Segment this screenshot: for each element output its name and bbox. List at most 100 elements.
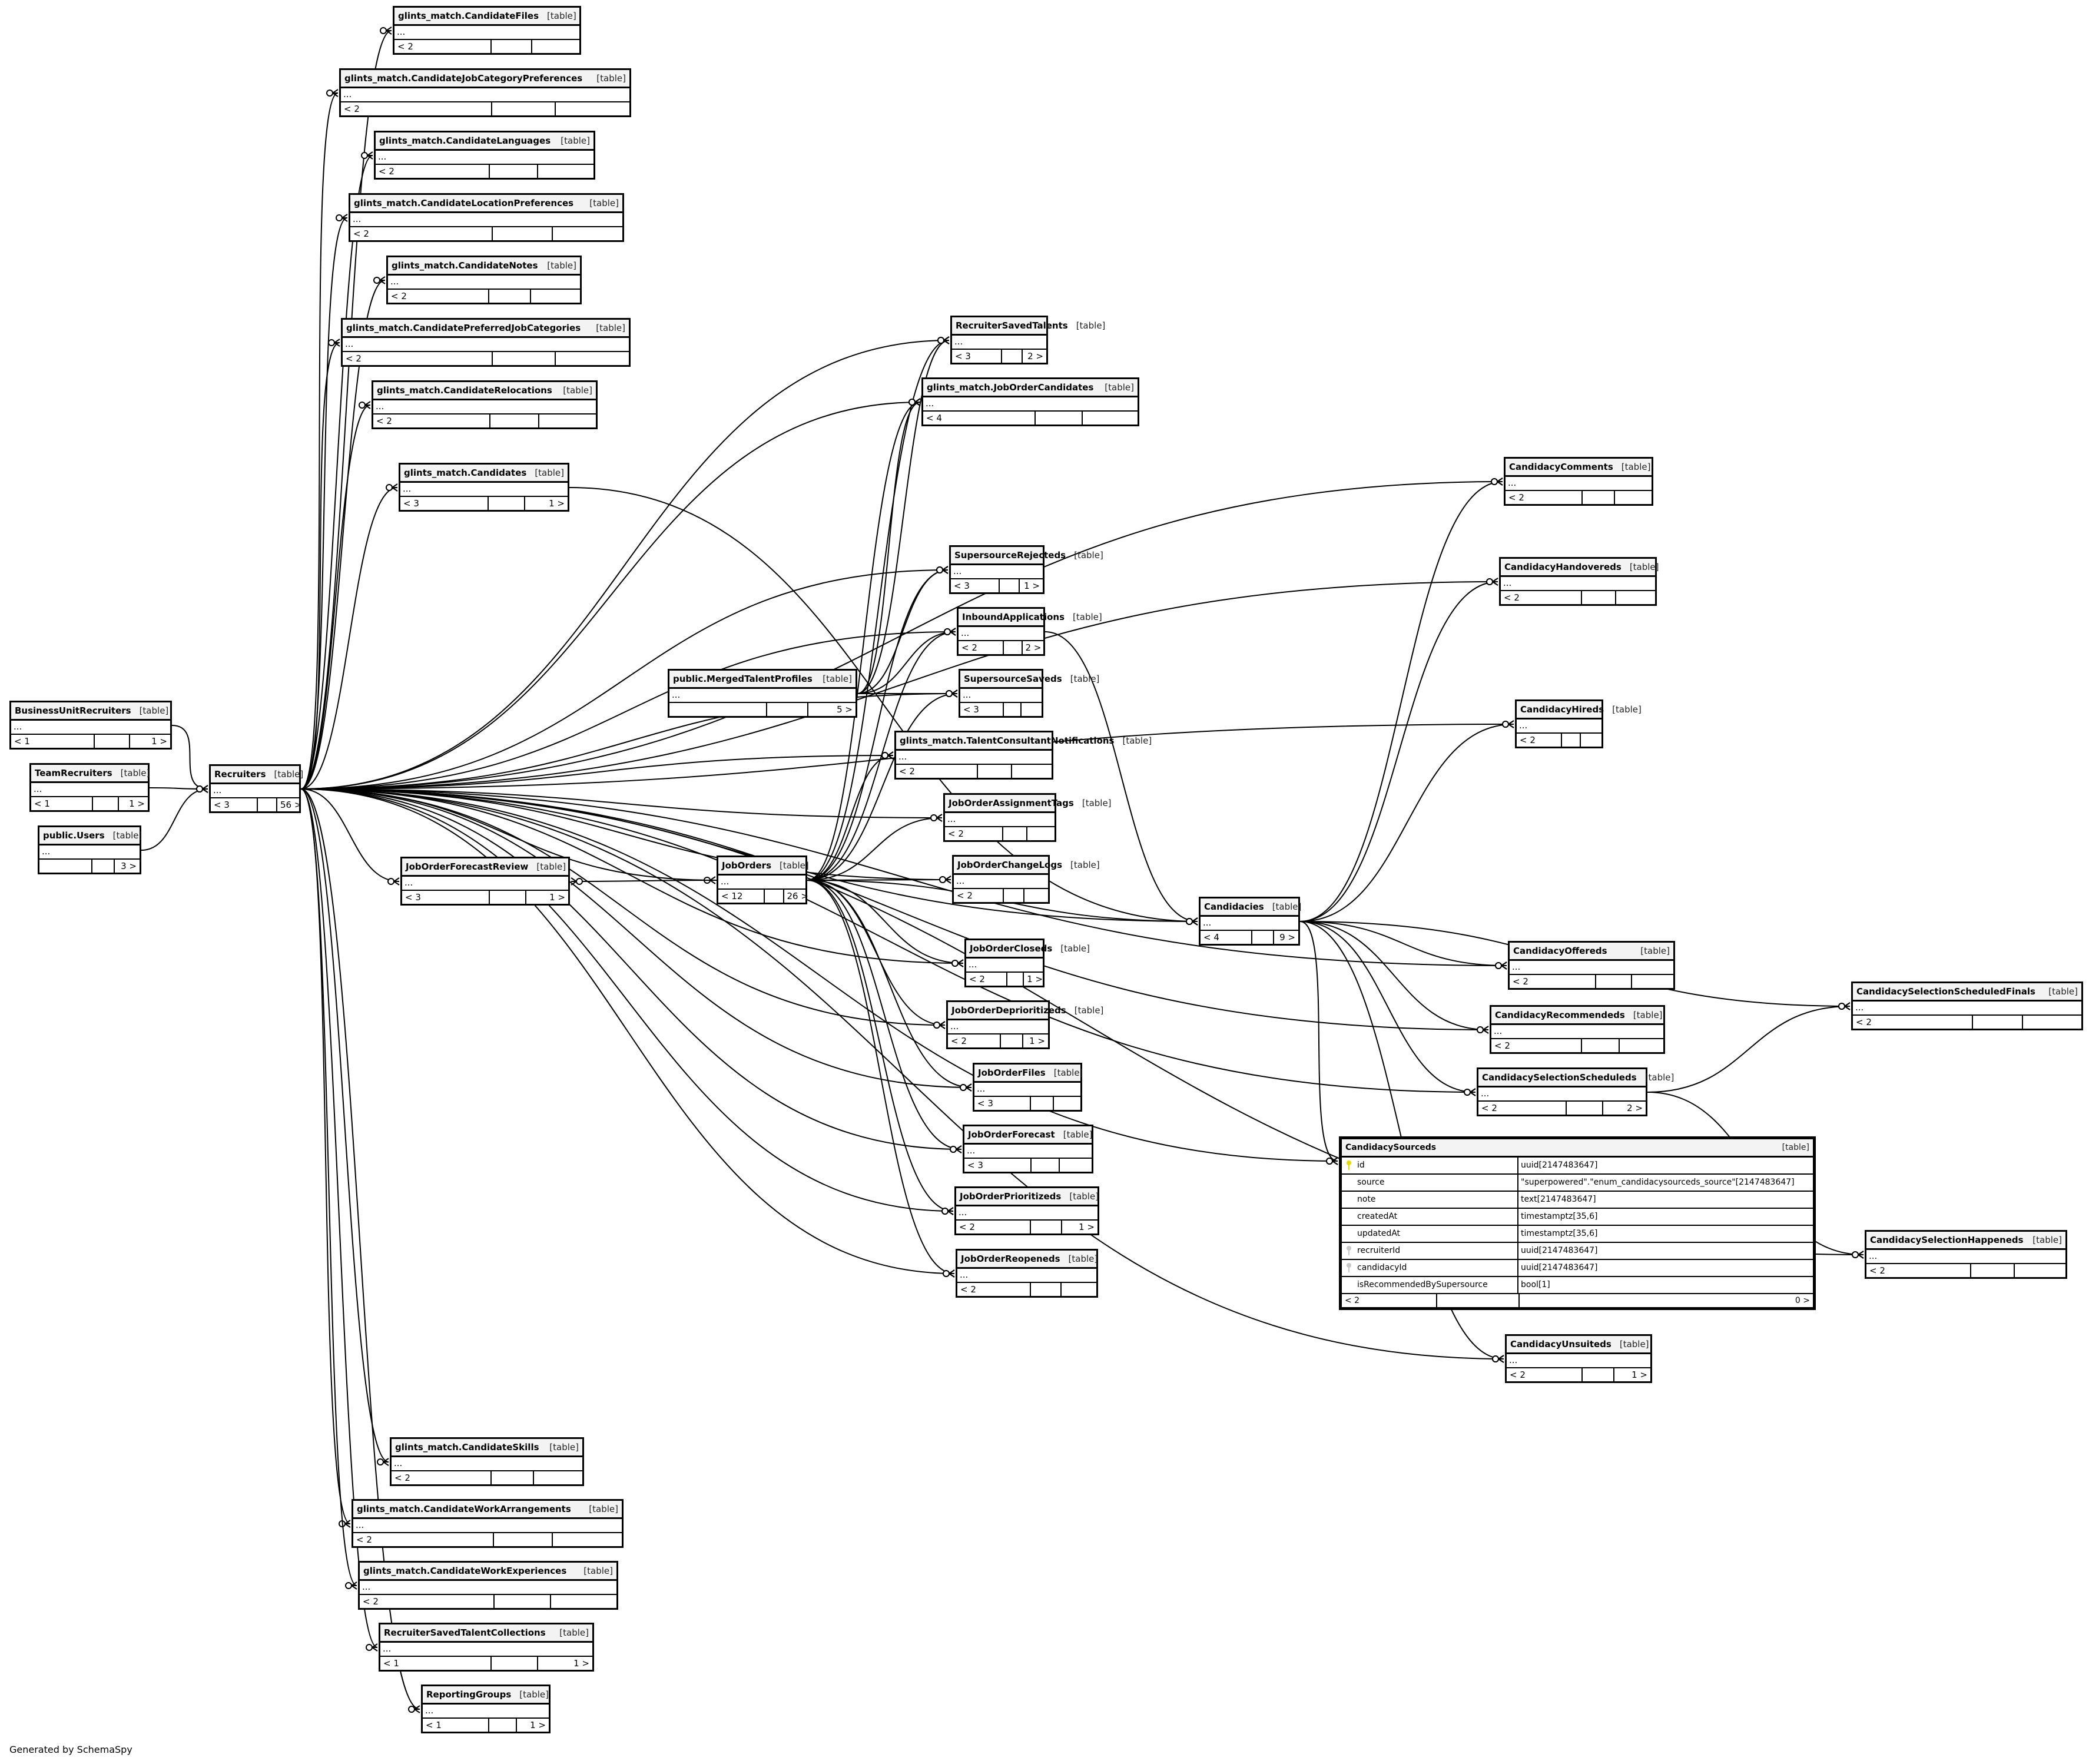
- parent-count[interactable]: < 1: [383, 1658, 399, 1669]
- child-count[interactable]: [530, 290, 580, 303]
- table-header[interactable]: CandidacyRecommendeds[table]: [1491, 1007, 1663, 1025]
- collapsed-columns[interactable]: ...: [960, 689, 1042, 703]
- child-count[interactable]: 5 >: [807, 703, 856, 716]
- collapsed-columns[interactable]: ...: [966, 959, 1043, 973]
- parent-count[interactable]: < 1: [426, 1720, 442, 1730]
- parent-count[interactable]: < 2: [1508, 492, 1524, 503]
- child-count[interactable]: [1058, 1159, 1092, 1172]
- parent-count[interactable]: < 2: [969, 974, 985, 984]
- collapsed-columns[interactable]: ...: [31, 783, 148, 797]
- collapsed-columns[interactable]: ...: [343, 338, 629, 352]
- child-count[interactable]: 0 >: [1518, 1294, 1813, 1307]
- table-glints-match-CandidateRelocations[interactable]: glints_match.CandidateRelocations[table]…: [372, 380, 598, 429]
- table-CandidacySelectionHappeneds[interactable]: CandidacySelectionHappeneds[table]...< 2: [1865, 1230, 2067, 1279]
- collapsed-columns[interactable]: ...: [923, 397, 1138, 412]
- table-header[interactable]: glints_match.TalentConsultantNotificatio…: [896, 732, 1152, 751]
- child-count[interactable]: [1053, 1097, 1080, 1110]
- table-SupersourceSaveds[interactable]: SupersourceSaveds[table]...< 3: [959, 669, 1099, 718]
- table-header[interactable]: JobOrderCloseds[table]: [966, 940, 1090, 959]
- parent-count[interactable]: < 12: [721, 891, 743, 901]
- collapsed-columns[interactable]: ...: [394, 26, 579, 40]
- table-header[interactable]: CandidacyOffereds[table]: [1510, 943, 1673, 961]
- parent-count[interactable]: < 2: [948, 828, 964, 839]
- collapsed-columns[interactable]: ...: [341, 88, 629, 102]
- parent-count[interactable]: < 3: [403, 498, 419, 509]
- child-count[interactable]: 1 >: [1022, 1034, 1048, 1047]
- table-CandidacyOffereds[interactable]: CandidacyOffereds[table]...< 2: [1508, 941, 1675, 990]
- table-glints-match-JobOrderCandidates[interactable]: glints_match.JobOrderCandidates[table]..…: [921, 377, 1139, 426]
- child-count[interactable]: 1 >: [1060, 1221, 1097, 1234]
- collapsed-columns[interactable]: ...: [948, 1020, 1048, 1034]
- child-count[interactable]: [1579, 734, 1601, 747]
- column-row[interactable]: source"superpowered"."enum_candidacysour…: [1342, 1175, 1813, 1192]
- collapsed-columns[interactable]: ...: [956, 1206, 1097, 1221]
- child-count[interactable]: [538, 415, 596, 427]
- collapsed-columns[interactable]: ...: [957, 1269, 1096, 1283]
- parent-count[interactable]: < 2: [1504, 592, 1520, 603]
- child-count[interactable]: 26 >: [782, 890, 811, 903]
- parent-count[interactable]: < 2: [899, 766, 915, 777]
- collapsed-columns[interactable]: ...: [964, 1145, 1092, 1159]
- child-count[interactable]: 1 >: [537, 1657, 592, 1670]
- table-header[interactable]: JobOrderDeprioritizeds[table]: [948, 1002, 1103, 1020]
- child-count[interactable]: [2022, 1016, 2081, 1029]
- table-JobOrderForecast[interactable]: JobOrderForecast[table]...< 3: [963, 1125, 1093, 1173]
- child-count[interactable]: [1020, 703, 1042, 716]
- child-count[interactable]: [1026, 827, 1055, 840]
- table-glints-match-CandidateSkills[interactable]: glints_match.CandidateSkills[table]...< …: [390, 1437, 584, 1486]
- parent-count[interactable]: < 2: [391, 291, 407, 301]
- collapsed-columns[interactable]: ...: [423, 1705, 549, 1719]
- table-JobOrderFiles[interactable]: JobOrderFiles[table]...< 3: [973, 1063, 1083, 1112]
- child-count[interactable]: [1614, 591, 1655, 604]
- child-count[interactable]: [1630, 975, 1673, 988]
- table-header[interactable]: JobOrderPrioritizeds[table]: [956, 1188, 1099, 1206]
- child-count[interactable]: 1 >: [128, 735, 170, 748]
- child-count[interactable]: 3 >: [113, 860, 140, 873]
- parent-count[interactable]: < 1: [14, 736, 30, 747]
- collapsed-columns[interactable]: ...: [1517, 719, 1601, 734]
- collapsed-columns[interactable]: ...: [353, 1519, 622, 1533]
- table-header[interactable]: RecruiterSavedTalents[table]: [952, 317, 1105, 336]
- child-count[interactable]: [554, 352, 629, 365]
- table-header[interactable]: CandidacyComments[table]: [1506, 459, 1652, 477]
- parent-count[interactable]: < 2: [1513, 976, 1528, 987]
- table-header[interactable]: JobOrderReopeneds[table]: [957, 1251, 1097, 1269]
- parent-count[interactable]: < 2: [961, 642, 977, 653]
- parent-count[interactable]: < 2: [959, 1222, 975, 1232]
- collapsed-columns[interactable]: ...: [400, 483, 568, 497]
- table-header[interactable]: glints_match.CandidateFiles[table]: [394, 8, 579, 26]
- parent-count[interactable]: < 2: [346, 353, 362, 364]
- parent-count[interactable]: < 2: [379, 166, 394, 177]
- table-header[interactable]: glints_match.CandidateNotes[table]: [388, 257, 580, 276]
- collapsed-columns[interactable]: ...: [360, 1581, 616, 1595]
- table-header[interactable]: CandidacySelectionScheduleds[table]: [1478, 1069, 1674, 1087]
- collapsed-columns[interactable]: ...: [1491, 1025, 1663, 1039]
- child-count[interactable]: [549, 1595, 616, 1608]
- parent-count[interactable]: [39, 860, 91, 873]
- parent-count[interactable]: < 3: [977, 1098, 993, 1109]
- table-glints-match-CandidateLanguages[interactable]: glints_match.CandidateLanguages[table]..…: [374, 131, 595, 180]
- parent-count[interactable]: < 2: [1494, 1040, 1510, 1051]
- collapsed-columns[interactable]: ...: [1506, 477, 1652, 491]
- table-header[interactable]: glints_match.CandidateWorkExperiences[ta…: [360, 1563, 616, 1581]
- table-CandidacyHireds[interactable]: CandidacyHireds[table]...< 2: [1515, 699, 1642, 748]
- table-header[interactable]: JobOrders[table]: [718, 857, 809, 876]
- child-count[interactable]: [552, 1533, 622, 1546]
- collapsed-columns[interactable]: ...: [1866, 1250, 2065, 1264]
- parent-count[interactable]: < 2: [353, 228, 369, 239]
- table-CandidacySelectionScheduleds[interactable]: CandidacySelectionScheduleds[table]...< …: [1477, 1067, 1674, 1116]
- parent-count[interactable]: < 2: [960, 1284, 976, 1295]
- parent-count[interactable]: < 2: [1520, 735, 1536, 745]
